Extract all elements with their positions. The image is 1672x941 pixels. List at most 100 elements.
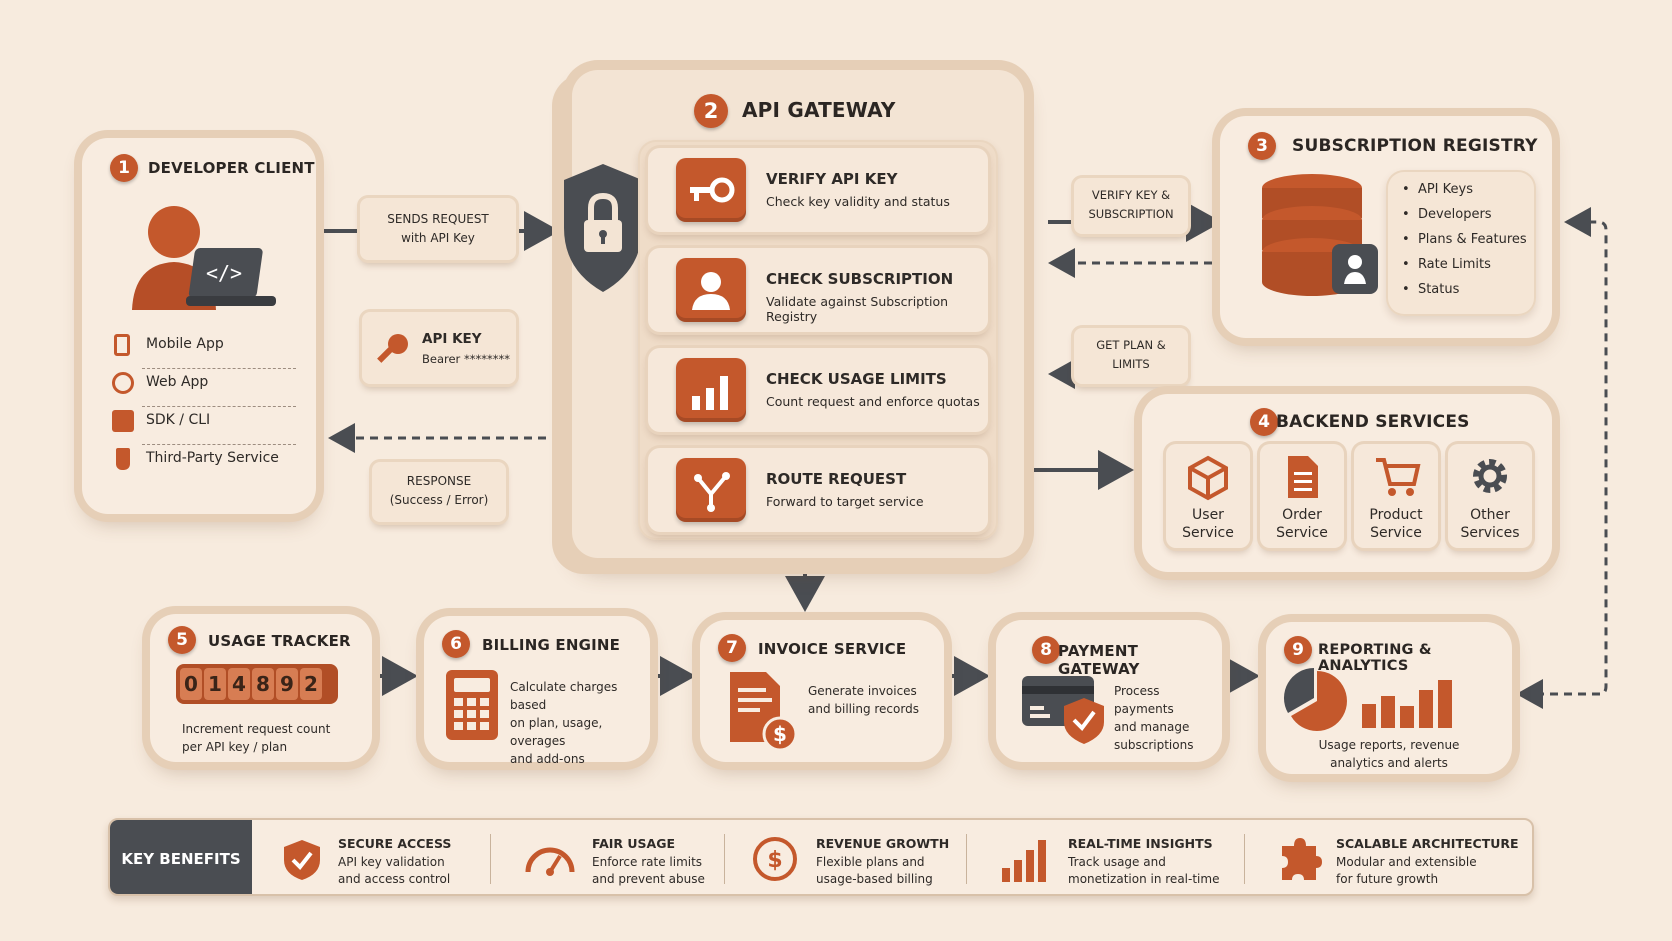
verify-key-label: VERIFY KEY & SUBSCRIPTION xyxy=(1074,178,1188,234)
step-check-subscription: CHECK SUBSCRIPTION Validate against Subs… xyxy=(648,248,988,332)
client-item-third-party: Third-Party Service xyxy=(112,448,296,480)
api-gateway-title: API GATEWAY xyxy=(742,98,896,122)
benefit-divider xyxy=(490,834,491,884)
benefit-divider xyxy=(1244,834,1245,884)
developer-client-card: 1 DEVELOPER CLIENT </> Mobile App Web Ap… xyxy=(82,138,316,514)
registry-title: SUBSCRIPTION REGISTRY xyxy=(1292,136,1538,156)
document-icon xyxy=(1288,456,1318,498)
benefit-title: SCALABLE ARCHITECTURE xyxy=(1336,836,1519,851)
api-key-value: Bearer ******** xyxy=(422,352,510,366)
benefit-title: FAIR USAGE xyxy=(592,836,676,851)
key-benefits-bar: KEY BENEFITS SECURE ACCESS API key valid… xyxy=(108,818,1534,896)
registry-item: • Developers xyxy=(1402,207,1492,222)
counter-digit: 1 xyxy=(204,668,226,700)
reporting-title: REPORTING & ANALYTICS xyxy=(1318,642,1432,674)
key-icon xyxy=(377,334,408,363)
billing-title: BILLING ENGINE xyxy=(482,636,621,654)
step-number-6: 6 xyxy=(442,630,470,658)
subscription-registry-card: 3 SUBSCRIPTION REGISTRY • API Keys • Dev… xyxy=(1220,116,1552,338)
counter-digit: 8 xyxy=(252,668,274,700)
payment-gateway-card: 8 PAYMENT GATEWAY Process payments and m… xyxy=(996,620,1222,762)
billing-engine-card: 6 BILLING ENGINE Calculate charges based… xyxy=(424,616,650,766)
benefit-divider xyxy=(966,834,967,884)
usage-tracker-title: USAGE TRACKER xyxy=(208,632,351,650)
pie-chart-icon xyxy=(1283,668,1347,731)
registry-item: • Rate Limits xyxy=(1402,257,1491,272)
billing-desc: Calculate charges based on plan, usage, … xyxy=(510,680,618,766)
step-number-3: 3 xyxy=(1248,132,1276,160)
step-verify-api-key: VERIFY API KEY Check key validity and st… xyxy=(648,148,988,232)
invoice-desc: Generate invoices and billing records xyxy=(808,684,919,716)
benefit-title: REVENUE GROWTH xyxy=(816,836,950,851)
step-number-2: 2 xyxy=(694,94,728,128)
api-key-label: API KEY Bearer ******** xyxy=(362,312,516,384)
developer-client-title: DEVELOPER CLIENT xyxy=(148,159,315,177)
registry-item: • Status xyxy=(1402,282,1460,297)
counter-digit: 9 xyxy=(276,668,298,700)
step-number-7: 7 xyxy=(718,634,746,662)
client-item-mobile: Mobile App xyxy=(112,334,296,366)
growth-bars-icon xyxy=(1002,840,1046,882)
step-check-usage-limits: CHECK USAGE LIMITS Count request and enf… xyxy=(648,348,988,432)
cart-icon xyxy=(1376,458,1421,496)
route-fork-icon xyxy=(676,458,746,522)
step-number-1: 1 xyxy=(110,154,138,182)
counter-digit: 2 xyxy=(300,668,322,700)
benefit-divider xyxy=(724,834,725,884)
step-number-8: 8 xyxy=(1032,636,1060,664)
svg-text:</>: </> xyxy=(206,261,242,285)
client-item-web: Web App xyxy=(112,372,296,404)
get-plan-label: GET PLAN & LIMITS xyxy=(1074,328,1188,384)
usage-tracker-desc: Increment request count per API key / pl… xyxy=(182,722,331,754)
key-icon xyxy=(676,158,746,222)
invoice-title: INVOICE SERVICE xyxy=(758,640,907,658)
calculator-icon xyxy=(446,670,498,740)
invoice-service-card: 7 INVOICE SERVICE $ Generate invoices an… xyxy=(700,620,944,762)
reporting-analytics-card: 9 REPORTING & ANALYTICS Usage reports, r… xyxy=(1266,622,1512,774)
registry-list: • API Keys • Developers • Plans & Featur… xyxy=(1386,170,1536,316)
benefit-title: REAL-TIME INSIGHTS xyxy=(1068,836,1213,851)
api-key-title: API KEY xyxy=(422,331,482,347)
registry-item: • Plans & Features xyxy=(1402,232,1527,247)
client-item-sdk: SDK / CLI xyxy=(112,410,296,442)
payment-desc: Process payments and manage subscription… xyxy=(1114,684,1194,752)
step-number-5: 5 xyxy=(168,626,196,654)
reporting-desc: Usage reports, revenue analytics and ale… xyxy=(1318,738,1460,770)
invoice-dollar-icon: $ xyxy=(730,672,798,752)
step-number-4: 4 xyxy=(1250,408,1278,436)
counter-digit: 0 xyxy=(180,668,202,700)
dollar-circle-icon: $ xyxy=(753,837,797,881)
key-benefits-header: KEY BENEFITS xyxy=(110,820,252,894)
lock-shield-icon xyxy=(564,164,642,292)
svg-text:$: $ xyxy=(773,722,787,746)
counter-digit: 4 xyxy=(228,668,250,700)
puzzle-icon xyxy=(1282,838,1322,880)
developer-laptop-icon: </> xyxy=(132,206,276,310)
payment-title: PAYMENT GATEWAY xyxy=(1058,642,1140,678)
step-route-request: ROUTE REQUEST Forward to target service xyxy=(648,448,988,532)
step-number-9: 9 xyxy=(1284,636,1312,664)
package-icon xyxy=(112,410,134,432)
registry-item: • API Keys xyxy=(1402,182,1473,197)
mobile-icon xyxy=(114,334,130,356)
user-icon xyxy=(676,258,746,322)
shield-check-icon xyxy=(284,840,320,880)
benefit-title: SECURE ACCESS xyxy=(338,836,452,851)
database-icon xyxy=(1262,174,1378,296)
globe-icon xyxy=(112,372,134,394)
plug-icon xyxy=(116,448,130,470)
cube-icon xyxy=(1188,455,1228,501)
speedometer-icon xyxy=(525,847,575,876)
response-label: RESPONSE (Success / Error) xyxy=(372,462,506,522)
backend-title: BACKEND SERVICES xyxy=(1276,412,1470,432)
credit-card-shield-icon xyxy=(1022,676,1104,744)
